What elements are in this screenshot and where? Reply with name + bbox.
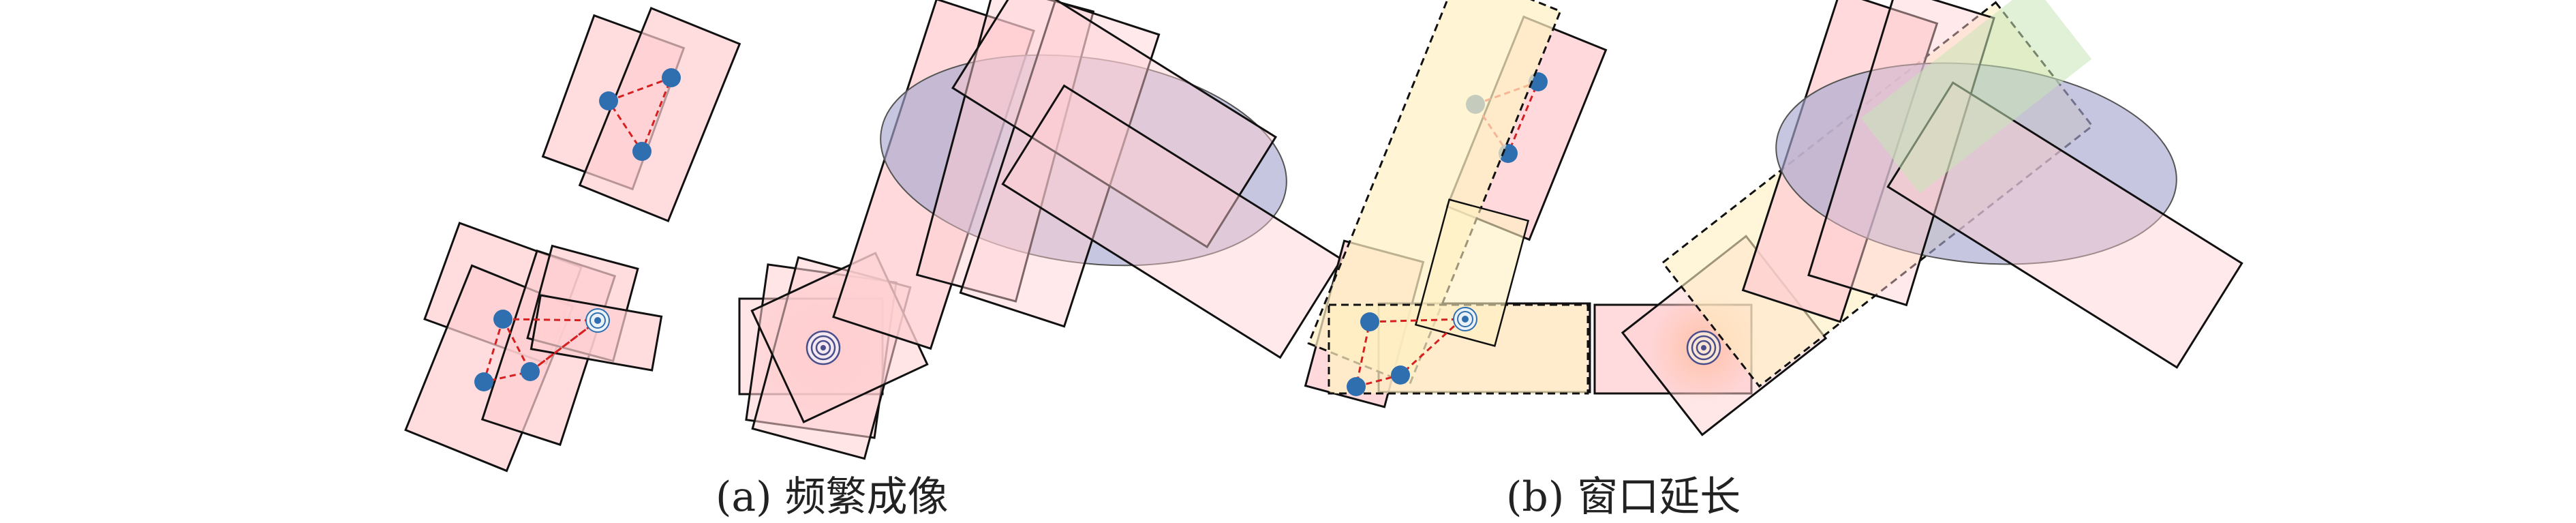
imaging-window xyxy=(951,0,1277,249)
point-target xyxy=(521,362,540,381)
cluster-a2 xyxy=(404,222,663,473)
point-target xyxy=(474,372,493,391)
spot-target-icon xyxy=(585,308,610,333)
panel-frequent-imaging xyxy=(404,0,1343,473)
imaging-window xyxy=(530,294,663,372)
point-target xyxy=(1360,312,1379,331)
spot-target-icon xyxy=(1686,330,1721,365)
point-target xyxy=(493,310,512,329)
imaging-window xyxy=(1001,84,1343,359)
panel-window-extension xyxy=(1304,0,2243,436)
caption-frequent-imaging: (a) 频繁成像 xyxy=(716,473,949,521)
area-target xyxy=(880,54,1287,267)
extended-window xyxy=(1414,198,1530,347)
point-target xyxy=(1391,365,1410,385)
cluster-b4 xyxy=(1741,0,2243,369)
cluster-b2 xyxy=(1304,0,1591,408)
imaging-window xyxy=(959,0,1161,328)
point-target xyxy=(599,91,618,110)
caption-window-extension: (b) 窗口延长 xyxy=(1506,473,1741,521)
point-target xyxy=(1347,377,1366,396)
spot-target-icon xyxy=(1453,307,1477,331)
cluster-a4 xyxy=(832,0,1343,359)
imaging-window xyxy=(915,0,1095,303)
cluster-a1 xyxy=(541,7,741,222)
point-target xyxy=(632,142,651,161)
overlap-highlight xyxy=(1860,0,2092,194)
target-link-line xyxy=(502,318,598,374)
point-target xyxy=(662,68,681,87)
target-link-line xyxy=(607,76,673,154)
spot-target-icon xyxy=(806,330,841,365)
